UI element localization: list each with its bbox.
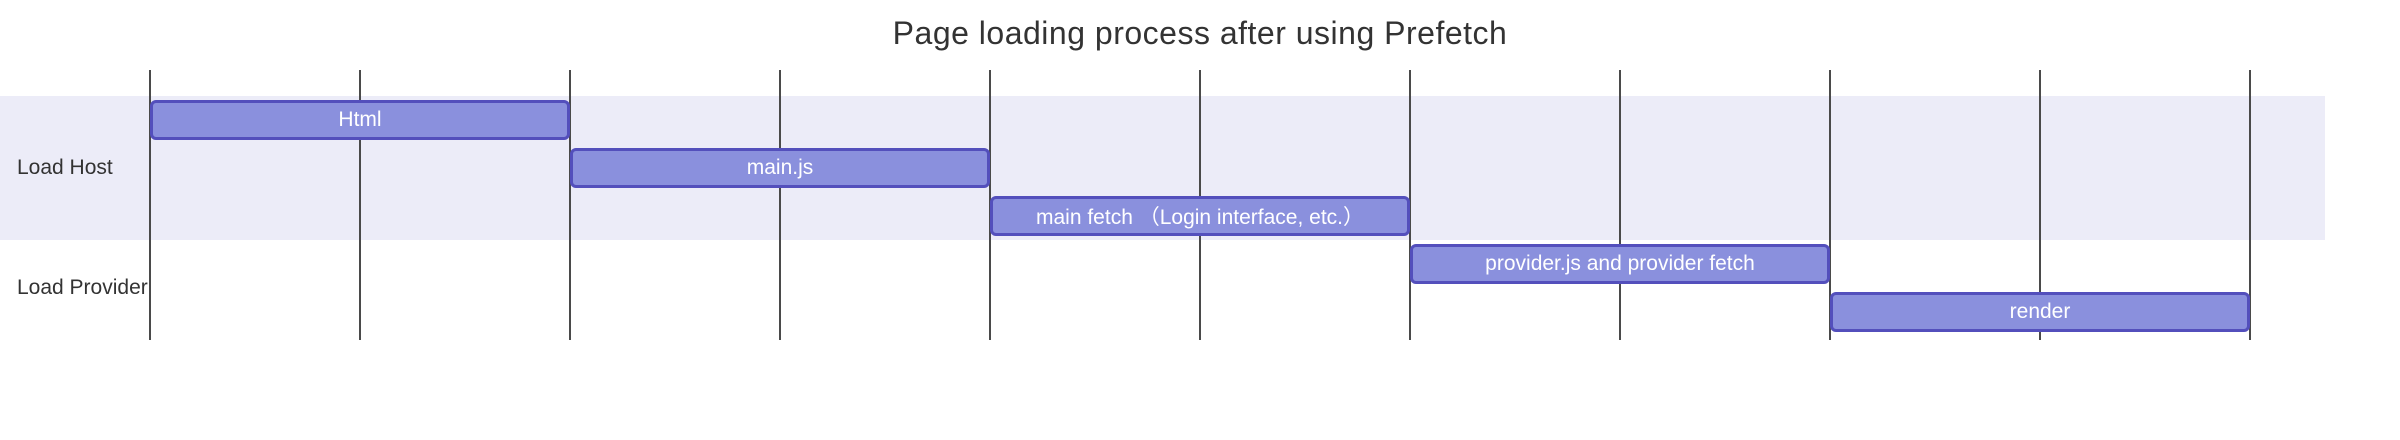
task-bar-label: main fetch （Login interface, etc.） (1036, 206, 1364, 229)
task-bar: main fetch （Login interface, etc.） (990, 196, 1410, 236)
grid-tick-line (149, 70, 151, 340)
task-bar-label: provider.js and provider fetch (1485, 252, 1755, 275)
grid-tick-line (569, 70, 571, 340)
grid-tick-line (2249, 70, 2251, 340)
task-bar-label: Html (338, 108, 382, 131)
grid-tick-line (359, 70, 361, 340)
task-bar-label: main.js (746, 156, 814, 179)
task-bar: provider.js and provider fetch (1410, 244, 1830, 284)
section-label: Load Provider (17, 276, 148, 299)
grid-tick-line (2039, 70, 2041, 340)
grid-tick-line (779, 70, 781, 340)
task-bar-label: render (2009, 300, 2071, 323)
task-bar: main.js (570, 148, 990, 188)
chart-title: Page loading process after using Prefetc… (892, 15, 1508, 51)
section-label: Load Host (17, 156, 113, 179)
grid-tick-line (1619, 70, 1621, 340)
grid-tick-line (1829, 70, 1831, 340)
task-bar: Html (150, 100, 570, 140)
task-bar: render (1830, 292, 2250, 332)
grid-tick-line (1409, 70, 1411, 340)
